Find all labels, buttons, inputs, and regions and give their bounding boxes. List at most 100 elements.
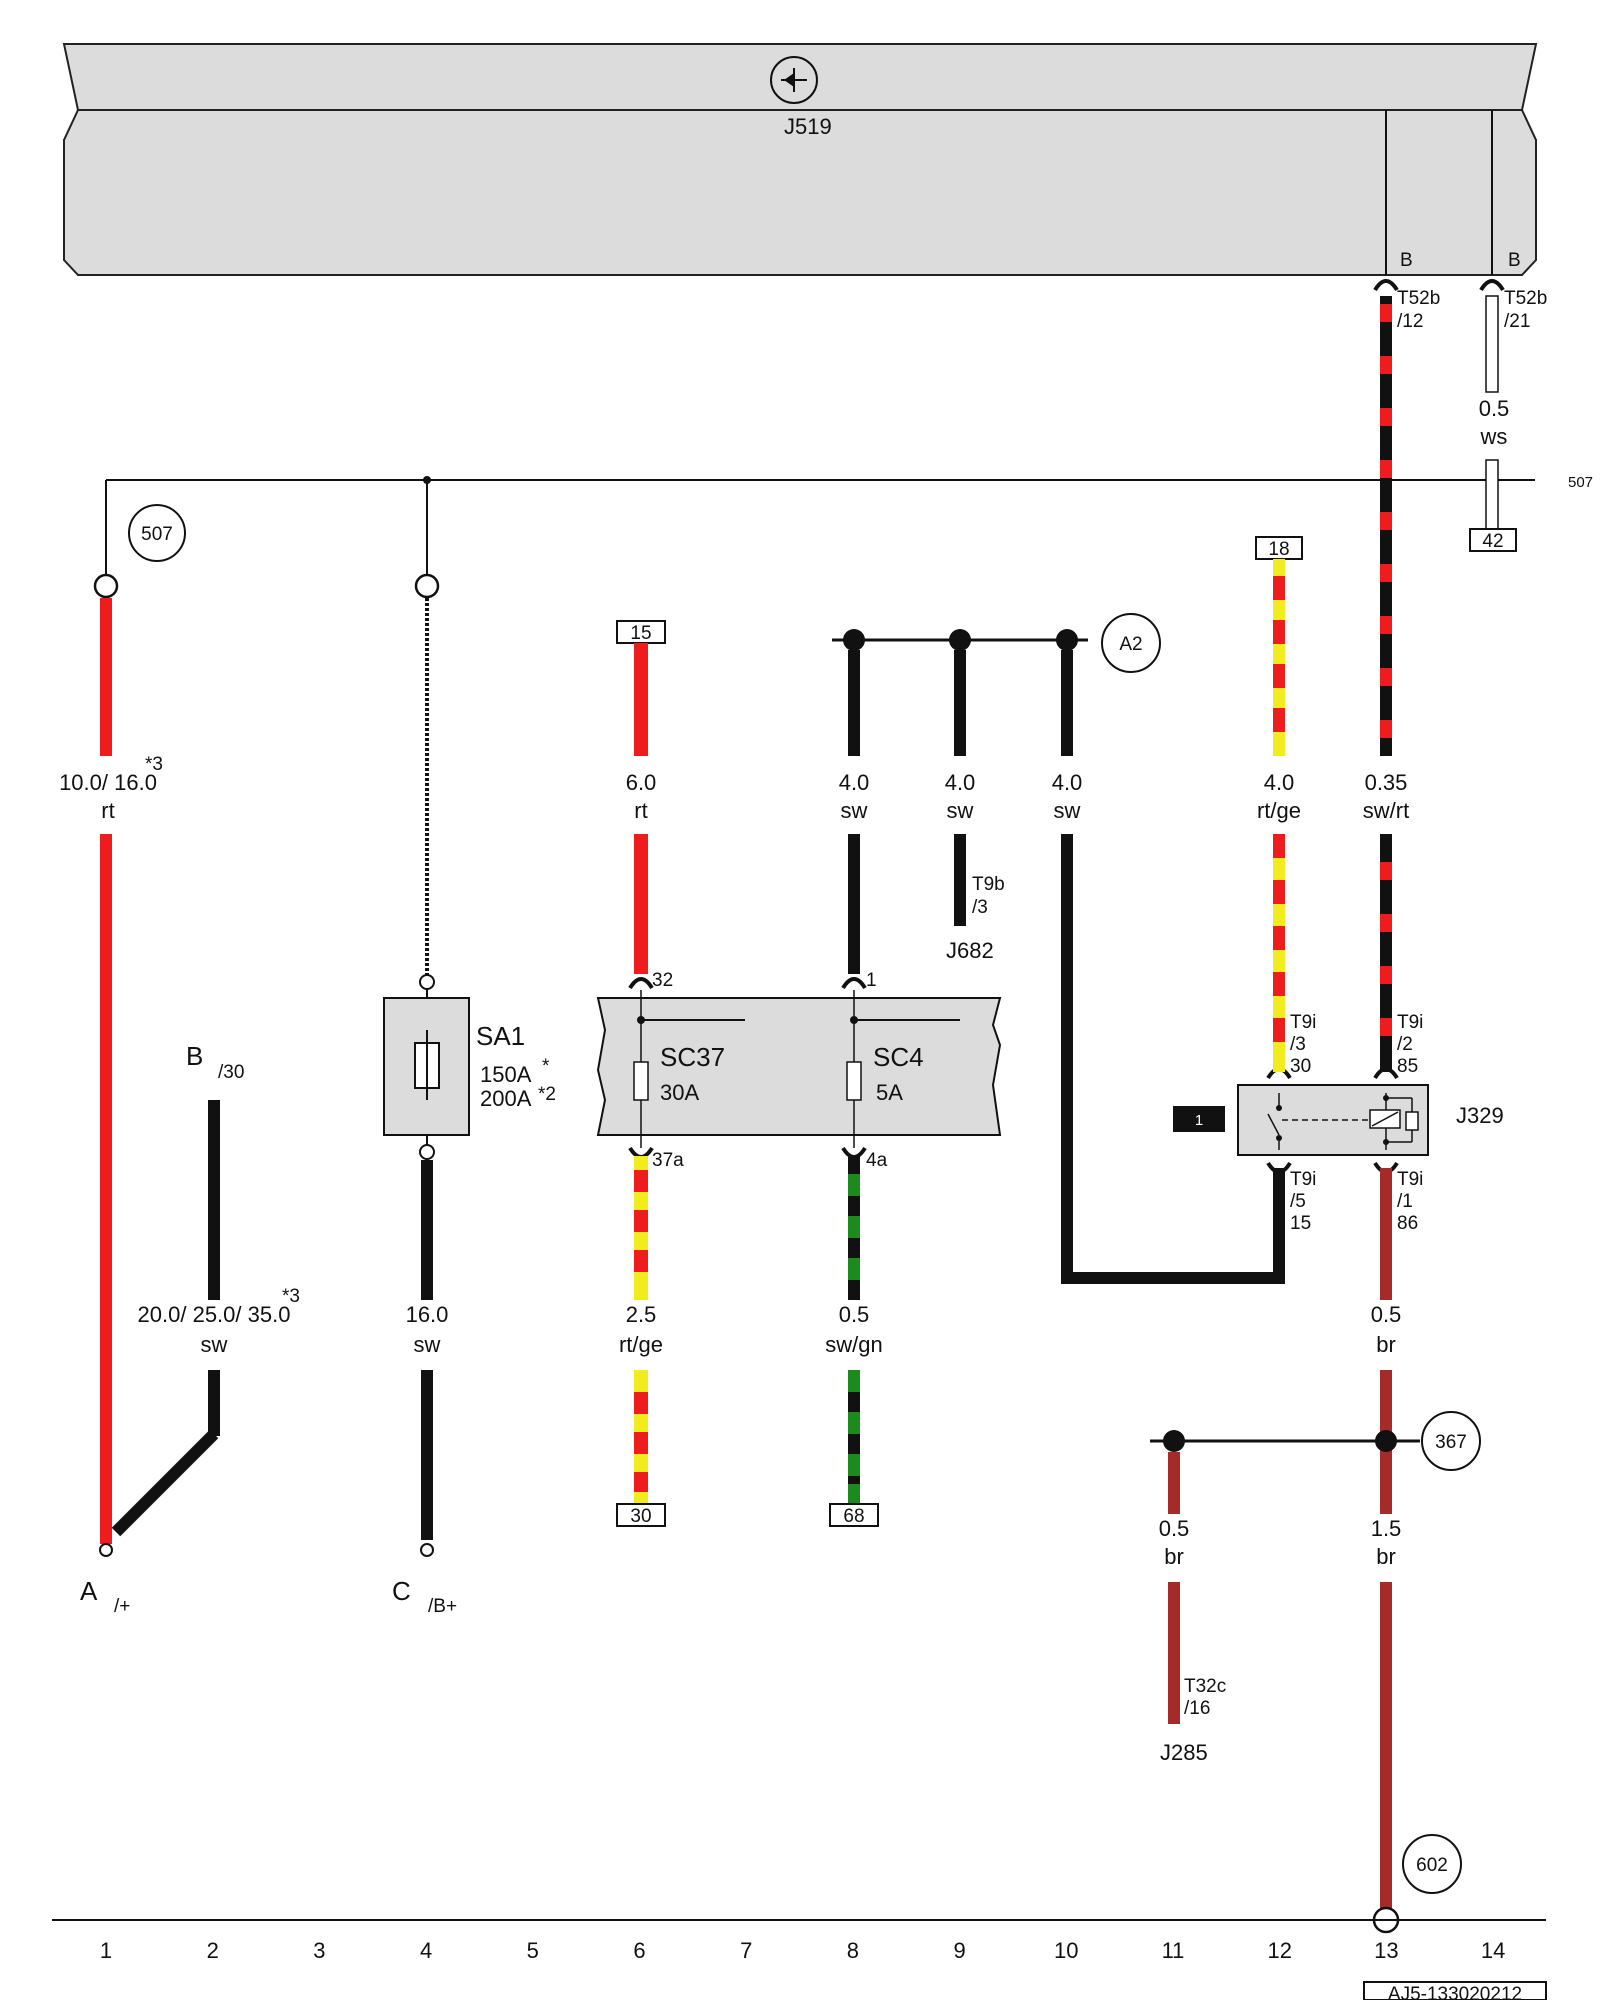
w4-color: sw xyxy=(414,1332,441,1357)
ref-602-label: 602 xyxy=(1416,1855,1448,1876)
sa1-rating2: 200A xyxy=(480,1086,532,1111)
grid-number: 4 xyxy=(420,1938,432,1963)
j329-badge-label: 1 xyxy=(1195,1112,1203,1129)
grid-number: 8 xyxy=(847,1938,859,1963)
w13c-color: br xyxy=(1376,1544,1396,1569)
wire-col11: 0.5 br T32c /16 J285 xyxy=(1159,1452,1226,1765)
sc37-pin-top: 32 xyxy=(652,970,673,991)
bus-a2: A2 xyxy=(832,613,1161,673)
w2-color: sw xyxy=(201,1332,228,1357)
w11-color: br xyxy=(1164,1544,1184,1569)
w10-size: 4.0 xyxy=(1052,770,1083,795)
w10-color: sw xyxy=(1054,798,1081,823)
t52b-21-b: /21 xyxy=(1504,311,1530,332)
j519-label: J519 xyxy=(784,114,832,139)
j329-diode-icon xyxy=(1405,1111,1419,1131)
ref-507-circle xyxy=(128,504,186,562)
grid-number: 2 xyxy=(207,1938,219,1963)
j329-pin2-c: 85 xyxy=(1397,1056,1418,1077)
w8b-size: 0.5 xyxy=(839,1302,870,1327)
t52b-21-a: T52b xyxy=(1504,288,1547,309)
term-42-box xyxy=(1469,528,1517,552)
grid-number: 10 xyxy=(1054,1938,1078,1963)
sa1-note1: * xyxy=(542,1056,550,1077)
term-42-label: 42 xyxy=(1482,531,1503,552)
ref-a2-label: A2 xyxy=(1119,634,1142,655)
relay-j329: J329 1 T9i /3 30 T9i /2 85 T9i /5 15 T9i… xyxy=(1173,1012,1504,1234)
w2-note: *3 xyxy=(282,1286,300,1307)
term-68-label: 68 xyxy=(843,1506,864,1527)
grid-number: 12 xyxy=(1267,1938,1291,1963)
j682-label: J682 xyxy=(946,938,994,963)
t52b-12-a: T52b xyxy=(1397,288,1440,309)
term-18-label: 18 xyxy=(1268,539,1289,560)
sc4-label: SC4 xyxy=(873,1042,924,1072)
document-id: AJ5-133020212 xyxy=(1388,1984,1522,2000)
terminal-b-letter: B xyxy=(186,1041,203,1071)
w13a-stripe-top xyxy=(1380,296,1392,756)
t52b-12-b: /12 xyxy=(1397,311,1423,332)
ref-602-circle xyxy=(1402,1834,1462,1894)
w8a-color: sw xyxy=(841,798,868,823)
sa1-rating1: 150A xyxy=(480,1062,532,1087)
w6b-size: 2.5 xyxy=(626,1302,657,1327)
w6b-stripe-bottom xyxy=(634,1370,648,1504)
term-30-label: 30 xyxy=(630,1506,651,1527)
sa1-note2: *2 xyxy=(538,1084,556,1105)
w12-stripe-top xyxy=(1273,559,1285,756)
sa1-label: SA1 xyxy=(476,1021,525,1051)
bus-367: 367 xyxy=(1150,1411,1481,1471)
terminal-a-letter: A xyxy=(80,1576,98,1606)
ref-a2-circle xyxy=(1101,613,1161,673)
w2-size: 20.0/ 25.0/ 35.0 xyxy=(138,1302,291,1327)
w11-size: 0.5 xyxy=(1159,1516,1190,1541)
j329-pin5-a: T9i xyxy=(1290,1169,1316,1190)
grid-number: 13 xyxy=(1374,1938,1398,1963)
fuse-holder-sc xyxy=(596,997,1002,1136)
j285-label: J285 xyxy=(1160,1740,1208,1765)
sc37-fuse-icon xyxy=(633,1061,649,1101)
w1-note: *3 xyxy=(145,754,163,775)
wire-col4: SA1 150A * 200A *2 16.0 sw C /B+ xyxy=(383,573,556,1617)
j519-module: J519 B B xyxy=(62,43,1538,276)
sc4-rating: 5A xyxy=(876,1080,903,1105)
term-15-label: 15 xyxy=(630,623,651,644)
wire-col14: T52b /21 0.5 ws 42 xyxy=(1469,279,1547,552)
w8b-stripe-bottom xyxy=(848,1370,860,1504)
w6b-stripe-top xyxy=(634,1156,648,1300)
document-id-box xyxy=(1363,1981,1547,2000)
grid-number: 11 xyxy=(1162,1938,1185,1963)
j285-pin-1: T32c xyxy=(1184,1676,1226,1697)
w13a-stripe-bottom xyxy=(1380,834,1392,1072)
sc37-rating: 30A xyxy=(660,1080,699,1105)
w8b-stripe-top xyxy=(848,1156,860,1300)
grid-number: 5 xyxy=(527,1938,539,1963)
sc37-pin-bottom: 37a xyxy=(652,1150,684,1171)
wire-col8: 4.0 sw 1 SC4 5A 4a 0.5 sw/gn 68 xyxy=(825,650,924,1527)
w8a-size: 4.0 xyxy=(839,770,870,795)
j519-symbol-icon xyxy=(770,56,818,104)
grid-number: 6 xyxy=(633,1938,645,1963)
j519-pin-b-2: B xyxy=(1508,250,1521,271)
grid-number: 3 xyxy=(313,1938,325,1963)
j329-pin1-a: T9i xyxy=(1397,1169,1423,1190)
w13c-size: 1.5 xyxy=(1371,1516,1402,1541)
j329-pin3-c: 30 xyxy=(1290,1056,1311,1077)
bus-507: 507 507 xyxy=(105,474,1593,575)
term-30-box xyxy=(616,1503,666,1527)
terminal-a-sub: /+ xyxy=(114,1596,130,1617)
w1-color: rt xyxy=(101,798,114,823)
ref-507-label: 507 xyxy=(141,524,173,545)
terminal-c-letter: C xyxy=(392,1576,411,1606)
grid-number: 7 xyxy=(740,1938,752,1963)
ref-507-right: 507 xyxy=(1568,474,1593,491)
ref-367-label: 367 xyxy=(1435,1432,1467,1453)
ref-367-circle xyxy=(1421,1411,1481,1471)
w1-size: 10.0/ 16.0 xyxy=(59,770,157,795)
w12-stripe-bottom xyxy=(1273,834,1285,1072)
w13a-color: sw/rt xyxy=(1363,798,1409,823)
j329-pin5-c: 15 xyxy=(1290,1213,1311,1234)
w13a-size: 0.35 xyxy=(1365,770,1408,795)
j519-pin-b-1: B xyxy=(1400,250,1413,271)
